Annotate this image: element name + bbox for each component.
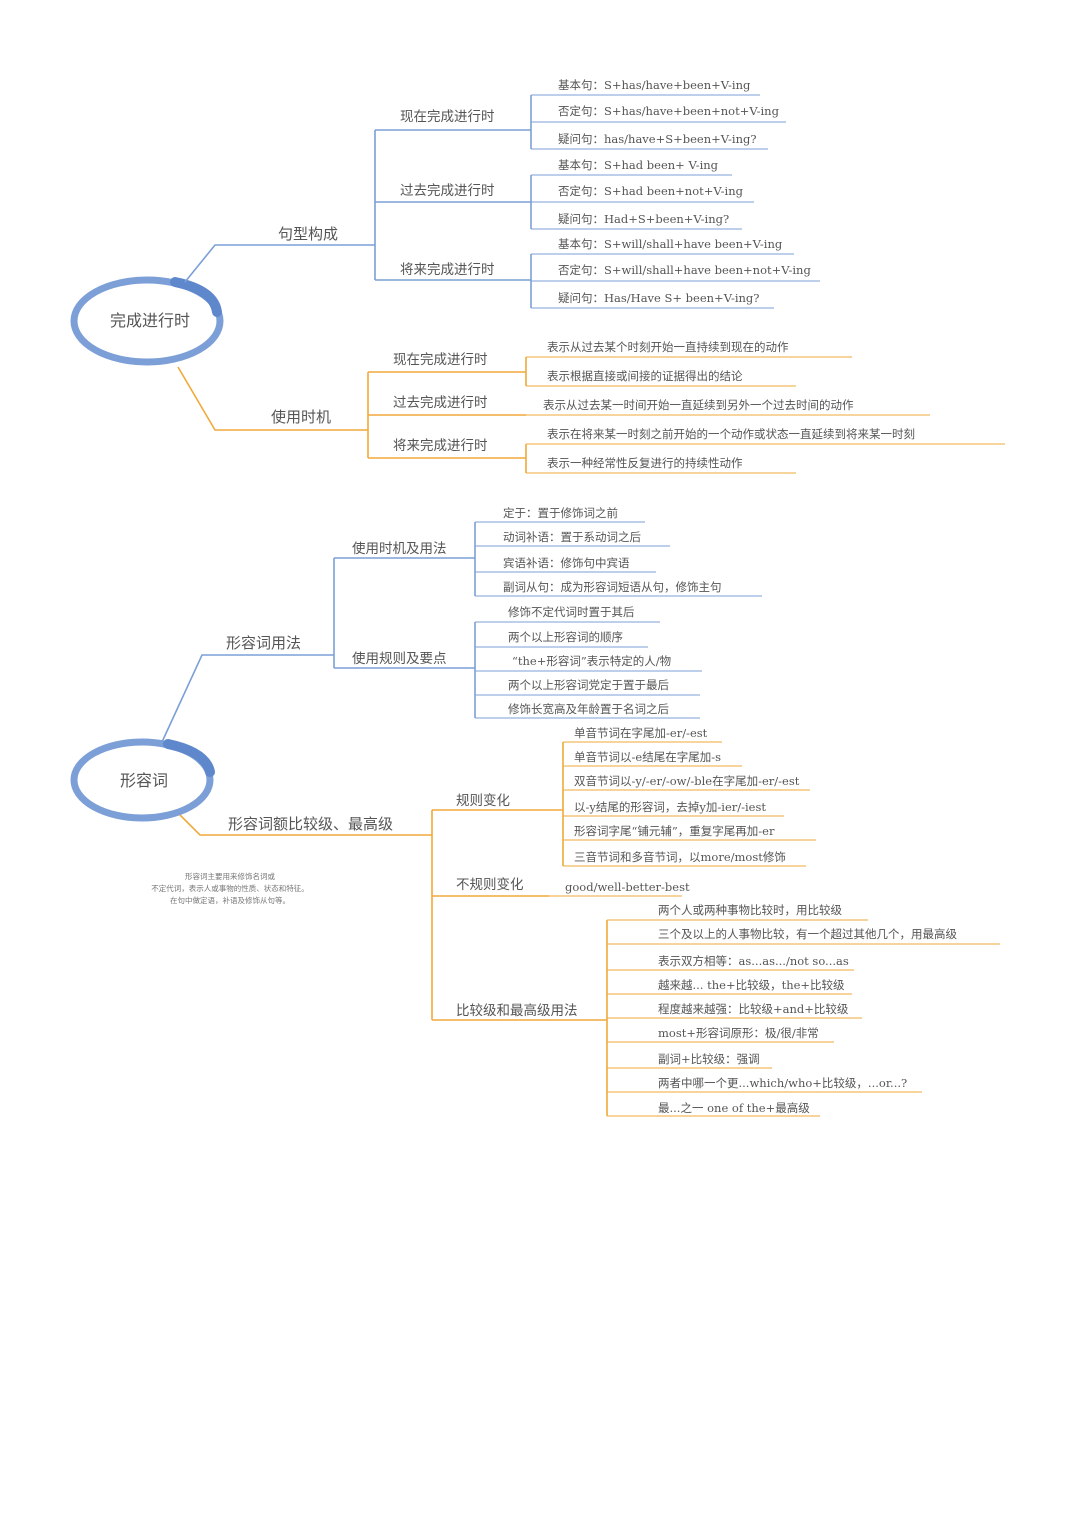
branch-structure: 句型构成 现在完成进行时 过去完成进行时 将来完成进行时 基本句：S+has/h…	[184, 78, 820, 309]
usage-group-rules-label: 使用规则及要点	[352, 650, 447, 667]
comparison-usage-item: 最...之一 one of the+最高级	[658, 1101, 810, 1115]
usage-present-label: 现在完成进行时	[393, 352, 488, 368]
structure-item: 疑问句：Has/Have S+ been+V-ing?	[558, 291, 759, 305]
irregular-item: good/well-better-best	[565, 880, 690, 894]
branch-usage-label: 使用时机	[271, 408, 331, 426]
usage-item: 表示在将来某一时刻之前开始的一个动作或状态一直延续到将来某一时刻	[547, 427, 915, 441]
regular-rule-item: 形容词字尾“铺元辅”，重复字尾再加-er	[574, 824, 775, 838]
usage-item: 表示根据直接或间接的证据得出的结论	[547, 369, 743, 383]
regular-rule-item: 单音节词在字尾加-er/-est	[574, 726, 708, 740]
mindmap-adjectives: 形容词 形容词主要用来修饰名词或 不定代词，表示人或事物的性质、状态和特征。 在…	[70, 506, 1000, 1117]
comparison-usage-item: most+形容词原形：极/很/非常	[658, 1026, 819, 1040]
comparison-group-usage-label: 比较级和最高级用法	[456, 1002, 578, 1019]
comparison-group-irregular-label: 不规则变化	[456, 877, 524, 893]
structure-item: 疑问句：Had+S+been+V-ing?	[558, 212, 729, 226]
tense-future-label: 将来完成进行时	[400, 262, 495, 278]
rule-item: 两个以上形容词的顺序	[508, 630, 623, 644]
rule-item: 两个以上形容词党定于置于最后	[508, 678, 669, 692]
usage-item: 副词从句：成为形容词短语从句，修饰主句	[503, 580, 722, 594]
note-line: 形容词主要用来修饰名词或	[185, 871, 275, 881]
regular-rule-item: 以-y结尾的形容词，去掉y加-ier/-iest	[574, 800, 766, 814]
rule-item: 修饰长宽高及年龄置于名词之后	[508, 702, 669, 716]
root-node-perfect-continuous: 完成进行时	[70, 276, 224, 366]
comparison-usage-item: 副词+比较级：强调	[658, 1052, 760, 1066]
comparison-usage-item: 三个及以上的人事物比较，有一个超过其他几个，用最高级	[658, 927, 957, 941]
structure-item: 基本句：S+has/have+been+V-ing	[558, 78, 751, 92]
structure-item: 否定句：S+had been+not+V-ing	[558, 184, 744, 198]
comparison-usage-item: 越来越... the+比较级，the+比较级	[658, 978, 845, 992]
root-node-adjectives: 形容词	[70, 738, 215, 822]
root-label: 完成进行时	[110, 311, 190, 330]
usage-item: 宾语补语：修饰句中宾语	[503, 556, 630, 570]
root-label: 形容词	[120, 771, 168, 790]
rule-item: 修饰不定代词时置于其后	[508, 605, 635, 619]
usage-item: 定于：置于修饰词之前	[503, 506, 618, 520]
tense-past-label: 过去完成进行时	[400, 183, 495, 199]
usage-item: 表示一种经常性反复进行的持续性动作	[547, 456, 743, 470]
structure-item: 否定句：S+will/shall+have been+not+V-ing	[558, 263, 811, 277]
structure-item: 疑问句：has/have+S+been+V-ing?	[558, 132, 757, 146]
usage-item: 表示从过去某一时间开始一直延续到另外一个过去时间的动作	[543, 398, 854, 412]
note-line: 不定代词，表示人或事物的性质、状态和特征。	[151, 883, 309, 893]
structure-item: 基本句：S+will/shall+have been+V-ing	[558, 237, 783, 251]
definition-note: 形容词主要用来修饰名词或 不定代词，表示人或事物的性质、状态和特征。 在句中做定…	[151, 871, 309, 905]
usage-group-timing-label: 使用时机及用法	[352, 540, 447, 557]
branch-usage: 使用时机 现在完成进行时 过去完成进行时 将来完成进行时 表示从过去某个时刻开始…	[177, 340, 1005, 474]
branch-adjective-usage-label: 形容词用法	[226, 634, 301, 652]
tense-present-label: 现在完成进行时	[400, 109, 495, 125]
branch-structure-label: 句型构成	[278, 225, 338, 243]
comparison-usage-item: 表示双方相等：as...as.../not so...as	[658, 954, 849, 968]
branch-comparison: 形容词额比较级、最高级 规则变化 不规则变化 比较级和最高级用法 单音节词在字尾…	[179, 726, 1000, 1117]
comparison-usage-item: 两者中哪一个更...which/who+比较级，...or...?	[658, 1076, 907, 1090]
structure-item: 基本句：S+had been+ V-ing	[558, 158, 719, 172]
branch-adjective-usage: 形容词用法 使用时机及用法 使用规则及要点 定于：置于修饰词之前 动词补语：置于…	[161, 506, 762, 743]
regular-rule-item: 单音节词以-e结尾在字尾加-s	[574, 750, 721, 764]
comparison-group-regular-label: 规则变化	[456, 793, 510, 809]
usage-item: 动词补语：置于系动词之后	[503, 530, 641, 544]
usage-future-label: 将来完成进行时	[393, 438, 488, 454]
regular-rule-item: 双音节词以-y/-er/-ow/-ble在字尾加-er/-est	[574, 774, 800, 788]
branch-comparison-label: 形容词额比较级、最高级	[228, 815, 393, 833]
rule-item: “the+形容词”表示特定的人/物	[512, 654, 671, 668]
note-line: 在句中做定语，补语及修饰从句等。	[170, 895, 290, 905]
structure-item: 否定句：S+has/have+been+not+V-ing	[558, 104, 780, 118]
usage-item: 表示从过去某个时刻开始一直持续到现在的动作	[547, 340, 789, 354]
mindmap-perfect-continuous: 完成进行时 句型构成 现在完成进行时 过去完成进行时 将来完成进行时 基本句：S…	[70, 78, 1005, 474]
comparison-usage-item: 两个人或两种事物比较时，用比较级	[658, 903, 842, 917]
usage-past-label: 过去完成进行时	[393, 395, 488, 411]
comparison-usage-item: 程度越来越强：比较级+and+比较级	[658, 1002, 849, 1016]
regular-rule-item: 三音节词和多音节词，以more/most修饰	[574, 850, 786, 864]
